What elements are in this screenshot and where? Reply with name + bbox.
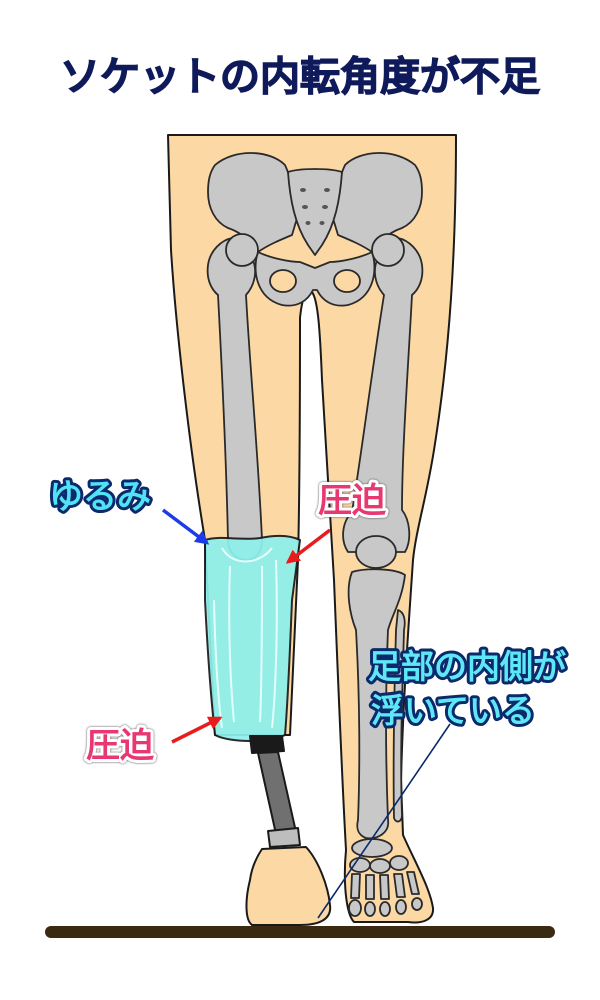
socket-inner-line [259, 565, 263, 723]
tarsal-bone [349, 857, 371, 873]
metatarsal [406, 871, 420, 895]
fibula [392, 609, 406, 823]
left-iliac-wing [207, 152, 299, 253]
left-femoral-head [225, 233, 259, 267]
toe-bone [348, 899, 362, 917]
label-loosening: ゆるみ [49, 477, 151, 517]
toe-bone [395, 899, 407, 915]
pelvis [207, 152, 423, 307]
page-title: ソケットの内転角度が不足 [60, 54, 540, 100]
metatarsal [365, 874, 375, 900]
left-obturator-foramen [269, 269, 297, 293]
label-pressure-lower: 圧迫 [86, 726, 154, 766]
metatarsal [350, 873, 361, 899]
socket-inner-line [228, 565, 235, 723]
arrow-pressure-lower [171, 716, 223, 744]
prosthetic-socket [204, 534, 301, 742]
label-pressure-upper: 圧迫 [318, 481, 386, 521]
talus [351, 838, 393, 858]
prosthetic-foot [245, 846, 332, 926]
tarsal-bone [369, 858, 391, 874]
right-iliac-wing [331, 152, 423, 253]
sacral-foramina [300, 188, 330, 225]
patella [355, 535, 397, 569]
label-foot-inner-lifted-line1: 足部の内側が [368, 647, 566, 686]
toe-bone [411, 897, 423, 911]
pylon-top-connector [249, 735, 285, 754]
floor [45, 926, 555, 938]
toe-bone [379, 901, 391, 917]
pylon-lower-adapter [267, 827, 301, 848]
metatarsal [379, 874, 390, 900]
arrow-pressure-upper [285, 528, 332, 564]
foot-bones [348, 838, 423, 917]
pylon-tube [257, 751, 297, 835]
toe-bone [364, 901, 376, 917]
label-foot-inner-lifted-line2: 浮いている [371, 691, 535, 730]
metatarsal [393, 873, 406, 898]
callout-line [317, 723, 451, 919]
tibia [347, 568, 406, 840]
socket-inner-line [221, 547, 273, 563]
right-femur [342, 237, 424, 553]
tarsal-bone [389, 855, 409, 871]
right-obturator-foramen [333, 269, 361, 293]
pylon [249, 735, 301, 848]
socket-inner-line [271, 559, 278, 729]
right-femoral-head [371, 233, 405, 267]
arrow-loosening [161, 508, 210, 545]
